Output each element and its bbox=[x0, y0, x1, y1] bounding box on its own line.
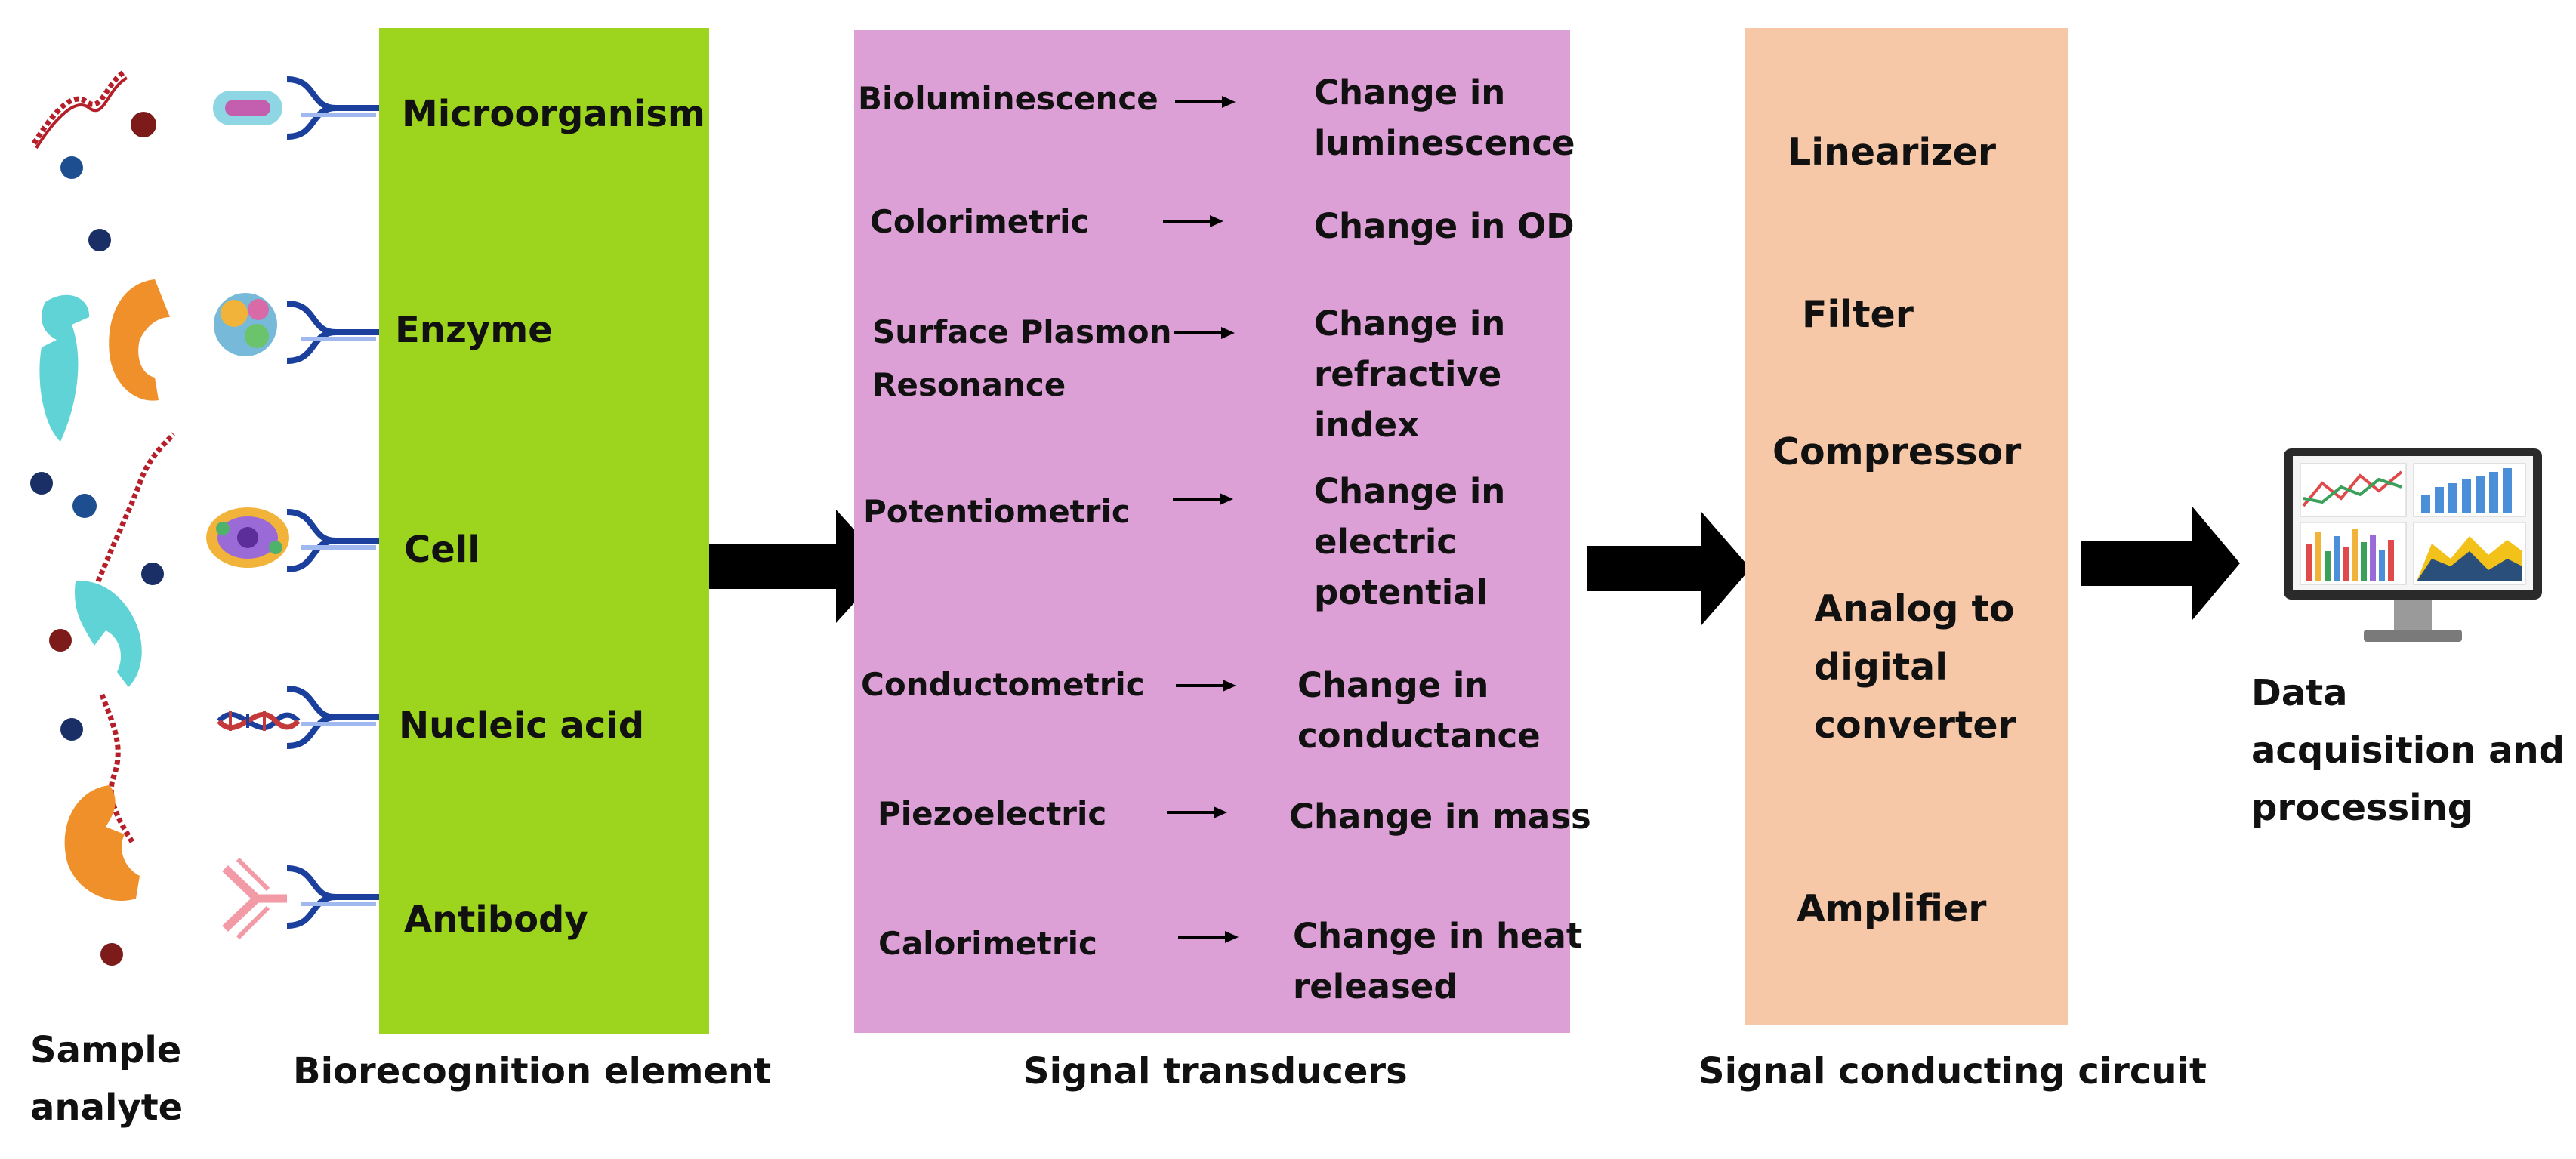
biorecognition-icons bbox=[204, 60, 385, 966]
arrow-right-icon bbox=[1178, 931, 1239, 943]
enzyme-fragment-icon bbox=[64, 785, 140, 901]
transducer-result: Change in mass bbox=[1289, 797, 1591, 837]
molecule-dot-icon bbox=[88, 229, 111, 251]
transducer-method: Resonance bbox=[872, 366, 1066, 403]
dna-strand-icon bbox=[32, 69, 128, 149]
transducer-result: Change in OD bbox=[1314, 206, 1575, 246]
circuit-item-compressor: Compressor bbox=[1772, 430, 2022, 473]
output-label: Data bbox=[2251, 672, 2348, 714]
molecule-dot-icon bbox=[60, 156, 83, 179]
bacterium-icon bbox=[213, 91, 282, 125]
circuit-item-adc: converter bbox=[1814, 704, 2016, 747]
biorecognition-item-cell: Cell bbox=[404, 529, 480, 571]
circuit-item-amplifier: Amplifier bbox=[1797, 887, 1987, 930]
arrow-right-icon bbox=[1176, 680, 1236, 692]
biorecognition-item-enzyme: Enzyme bbox=[395, 309, 553, 351]
circuit-panel bbox=[1745, 28, 2068, 1025]
dna-strand-icon bbox=[95, 432, 176, 583]
sample-analyte-column bbox=[0, 0, 196, 1042]
biorecognition-item-nucleic-acid: Nucleic acid bbox=[399, 704, 645, 747]
transducer-result: Change in bbox=[1314, 72, 1506, 113]
transducer-result: Change in heat bbox=[1293, 916, 1583, 956]
antibody-icon bbox=[222, 857, 287, 940]
caption-sample-analyte: analyte bbox=[30, 1087, 184, 1129]
computer-monitor-charts-icon bbox=[2284, 448, 2542, 642]
arrow-right-icon bbox=[1175, 96, 1236, 108]
molecule-dot-icon bbox=[72, 494, 97, 518]
transducer-panel bbox=[854, 30, 1570, 1033]
output-label: processing bbox=[2251, 787, 2474, 829]
transducer-method: Bioluminescence bbox=[858, 80, 1158, 117]
flow-arrow-icon bbox=[2081, 507, 2240, 620]
transducer-result: index bbox=[1314, 405, 1420, 445]
arrow-right-icon bbox=[1167, 806, 1227, 818]
transducer-method: Potentiometric bbox=[863, 493, 1131, 530]
transducer-method: Colorimetric bbox=[870, 203, 1090, 240]
molecule-dot-icon bbox=[49, 629, 72, 652]
molecule-dot-icon bbox=[60, 718, 83, 741]
arrow-right-icon bbox=[1173, 493, 1233, 505]
receptor-connectors bbox=[286, 76, 381, 929]
molecule-dot-icon bbox=[100, 943, 123, 966]
flow-arrow-icon bbox=[709, 510, 887, 623]
caption-biorecognition: Biorecognition element bbox=[293, 1050, 772, 1093]
transducer-result: Change in bbox=[1314, 304, 1506, 344]
circuit-item-filter: Filter bbox=[1802, 293, 1914, 336]
transducer-result: Change in bbox=[1314, 471, 1506, 511]
biorecognition-panel bbox=[379, 28, 709, 1034]
transducer-result: electric bbox=[1314, 522, 1457, 562]
transducer-result: potential bbox=[1314, 572, 1488, 612]
enzyme-fragment-icon bbox=[75, 581, 142, 687]
transducer-method: Conductometric bbox=[861, 666, 1145, 703]
biorecognition-item-microorganism: Microorganism bbox=[402, 93, 705, 135]
caption-sample-analyte: Sample bbox=[30, 1029, 182, 1071]
molecule-dot-icon bbox=[141, 563, 164, 585]
circuit-item-linearizer: Linearizer bbox=[1788, 131, 1997, 174]
circuit-item-adc: digital bbox=[1814, 646, 1948, 689]
flow-arrow-icon bbox=[1587, 512, 1751, 625]
transducer-result: Change in bbox=[1297, 665, 1489, 705]
enzyme-fragment-icon bbox=[39, 294, 90, 442]
transducer-method: Piezoelectric bbox=[878, 795, 1107, 832]
arrow-right-icon bbox=[1163, 215, 1223, 227]
molecule-dot-icon bbox=[30, 472, 53, 495]
enzyme-protein-icon bbox=[214, 293, 277, 356]
output-label: acquisition and bbox=[2251, 729, 2565, 772]
enzyme-fragment-icon bbox=[109, 279, 170, 401]
transducer-method: Calorimetric bbox=[878, 925, 1097, 962]
dna-strand-icon bbox=[99, 693, 135, 843]
transducer-method: Surface Plasmon bbox=[872, 313, 1172, 350]
cell-icon bbox=[206, 507, 289, 568]
arrow-right-icon bbox=[1174, 327, 1235, 339]
molecule-dot-icon bbox=[131, 112, 156, 137]
biorecognition-item-antibody: Antibody bbox=[404, 899, 588, 941]
transducer-result: released bbox=[1293, 966, 1458, 1006]
circuit-item-adc: Analog to bbox=[1814, 587, 2015, 630]
caption-circuit: Signal conducting circuit bbox=[1698, 1050, 2207, 1093]
transducer-result: luminescence bbox=[1314, 123, 1575, 163]
dna-helix-icon bbox=[217, 711, 301, 731]
transducer-result: conductance bbox=[1297, 716, 1541, 756]
caption-transducers: Signal transducers bbox=[1023, 1050, 1408, 1093]
transducer-result: refractive bbox=[1314, 354, 1502, 394]
